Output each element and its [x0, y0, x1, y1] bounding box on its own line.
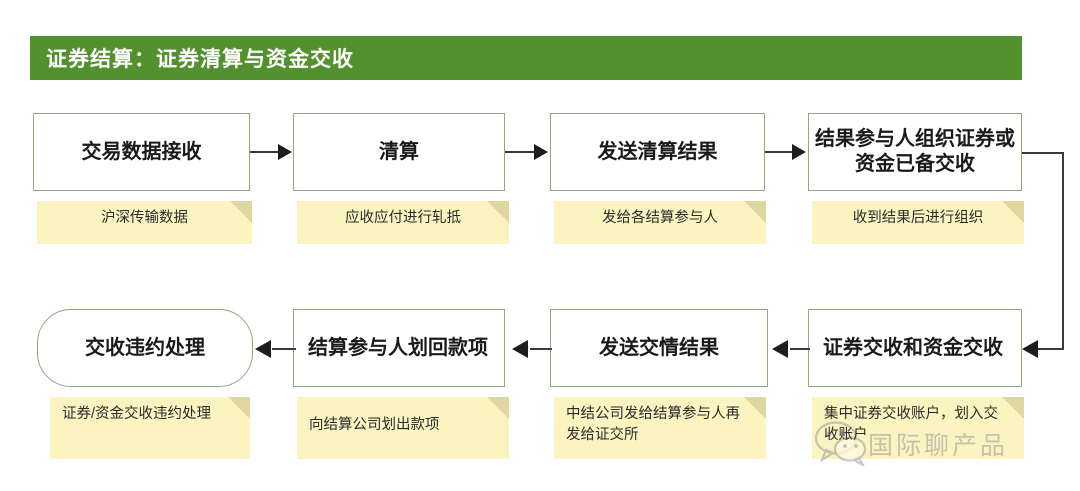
note-text: 集中证券交收账户，划入交收账户 [824, 406, 998, 444]
connector-c2-line [505, 151, 535, 153]
note-text: 证券/资金交收违约处理 [62, 406, 212, 422]
note-settlement-default-handling: 证券/资金交收违约处理 [50, 397, 250, 459]
connector-c6-arrowhead-icon [512, 340, 528, 358]
node-participant-prepare[interactable]: 结果参与人组织证券或资金已备交收 [808, 113, 1022, 191]
note-fold-corner-icon [487, 397, 509, 419]
note-text: 中结公司发给结算参与人再发给证交所 [566, 406, 740, 444]
page-title: 证券结算：证券清算与资金交收 [46, 47, 354, 71]
note-send-clearing-result: 发给各结算参与人 [554, 201, 766, 244]
connector-c5-arrowhead-icon [772, 340, 788, 358]
connector-c2-arrowhead-icon [534, 144, 548, 160]
note-trade-data-receive: 沪深传输数据 [37, 201, 252, 244]
note-participant-prepare: 收到结果后进行组织 [812, 201, 1024, 244]
node-label: 交收违约处理 [85, 336, 205, 359]
note-fold-corner-icon [487, 201, 509, 223]
node-clearing[interactable]: 清算 [293, 113, 505, 191]
note-fold-corner-icon [744, 201, 766, 223]
note-participant-transfer-back: 向结算公司划出款项 [297, 397, 509, 459]
node-label: 结算参与人划回款项 [308, 336, 488, 359]
note-clearing: 应收应付进行轧抵 [297, 201, 509, 244]
connector-c6-line [530, 348, 552, 350]
node-label: 清算 [379, 140, 419, 163]
node-securities-and-funds-settlement[interactable]: 证券交收和资金交收 [808, 309, 1022, 387]
connector-c7-line [272, 348, 296, 350]
node-label: 发送清算结果 [597, 140, 718, 163]
diagram-title-bar: 证券结算：证券清算与资金交收 [30, 36, 1022, 80]
node-send-settlement-result[interactable]: 发送交情结果 [550, 309, 768, 387]
note-send-settlement-result: 中结公司发给结算参与人再发给证交所 [554, 397, 766, 459]
connector-c4-segment-left [1038, 348, 1064, 350]
connector-c5-line [790, 348, 810, 350]
node-send-clearing-result[interactable]: 发送清算结果 [550, 113, 765, 191]
note-text: 收到结果后进行组织 [852, 210, 984, 226]
note-fold-corner-icon [1002, 201, 1024, 223]
node-label: 交易数据接收 [81, 140, 202, 163]
node-participant-transfer-back[interactable]: 结算参与人划回款项 [293, 309, 505, 387]
note-text: 应收应付进行轧抵 [345, 210, 461, 226]
node-label: 证券交收和资金交收 [823, 336, 1003, 359]
connector-c3-arrowhead-icon [792, 144, 806, 160]
connector-c7-arrowhead-icon [255, 340, 271, 358]
connector-c4-segment-right [1022, 152, 1064, 154]
node-settlement-default-handling[interactable]: 交收违约处理 [37, 309, 253, 387]
note-securities-and-funds-settlement: 集中证券交收账户，划入交收账户 [812, 397, 1024, 459]
note-fold-corner-icon [744, 397, 766, 419]
note-text: 发给各结算参与人 [602, 210, 718, 226]
node-trade-data-receive[interactable]: 交易数据接收 [33, 113, 250, 191]
connector-c1-line [250, 151, 280, 153]
node-label: 结果参与人组织证券或资金已备交收 [815, 128, 1015, 175]
note-text: 向结算公司划出款项 [309, 417, 440, 433]
connector-c1-arrowhead-icon [278, 144, 292, 160]
note-text: 沪深传输数据 [101, 210, 188, 226]
connector-c4-arrowhead-icon [1022, 340, 1038, 358]
note-fold-corner-icon [230, 201, 252, 223]
node-label: 发送交情结果 [599, 336, 719, 359]
connector-c4-segment-down [1062, 152, 1064, 350]
note-fold-corner-icon [1002, 397, 1024, 419]
connector-c3-line [765, 151, 794, 153]
note-fold-corner-icon [228, 397, 250, 419]
